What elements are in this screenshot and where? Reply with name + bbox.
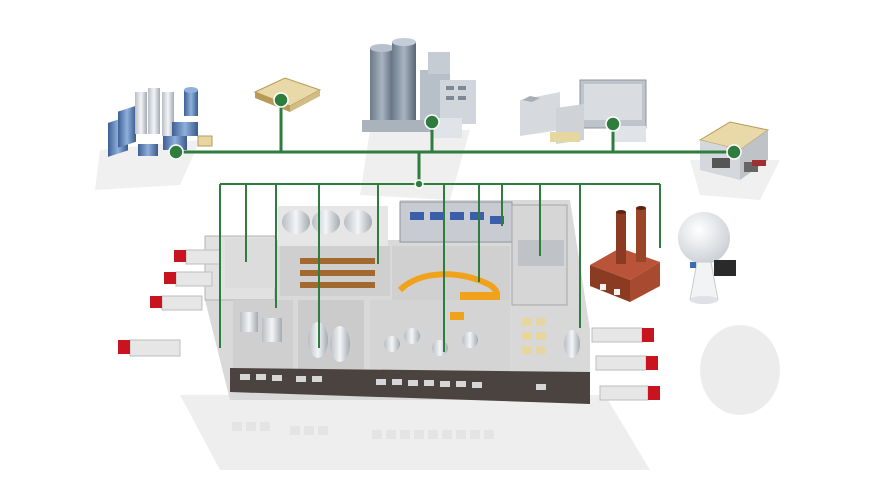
power-plant-icon — [590, 206, 660, 302]
node-warehouse[interactable] — [273, 92, 289, 108]
tower-shadow — [360, 130, 470, 200]
distribution-center-icon — [520, 79, 647, 144]
truck-icon — [595, 355, 658, 371]
truck-icon — [164, 271, 213, 287]
truck-icon — [174, 249, 221, 265]
node-depot[interactable] — [726, 144, 742, 160]
node-distribution[interactable] — [605, 116, 621, 132]
truck-icon — [118, 339, 181, 357]
network-nodes — [168, 92, 742, 189]
network-backbone — [176, 100, 734, 184]
node-office[interactable] — [424, 114, 440, 130]
trucks-left — [118, 249, 221, 357]
factory-floor-icon — [204, 200, 590, 404]
ground-window-reflections — [232, 422, 494, 439]
factory-network — [219, 183, 661, 352]
truck-icon — [599, 385, 660, 401]
node-factory-hub[interactable] — [414, 179, 424, 189]
office-tower-icon — [362, 38, 476, 138]
warehouse-icon — [253, 77, 322, 112]
truck-icon — [150, 295, 203, 311]
node-tank-farm[interactable] — [168, 144, 184, 160]
trucks-right — [591, 327, 660, 401]
water-tower-icon — [678, 212, 736, 304]
tank-farm-icon — [108, 87, 213, 157]
water-tower-shadow — [700, 325, 780, 415]
truck-icon — [591, 327, 654, 343]
